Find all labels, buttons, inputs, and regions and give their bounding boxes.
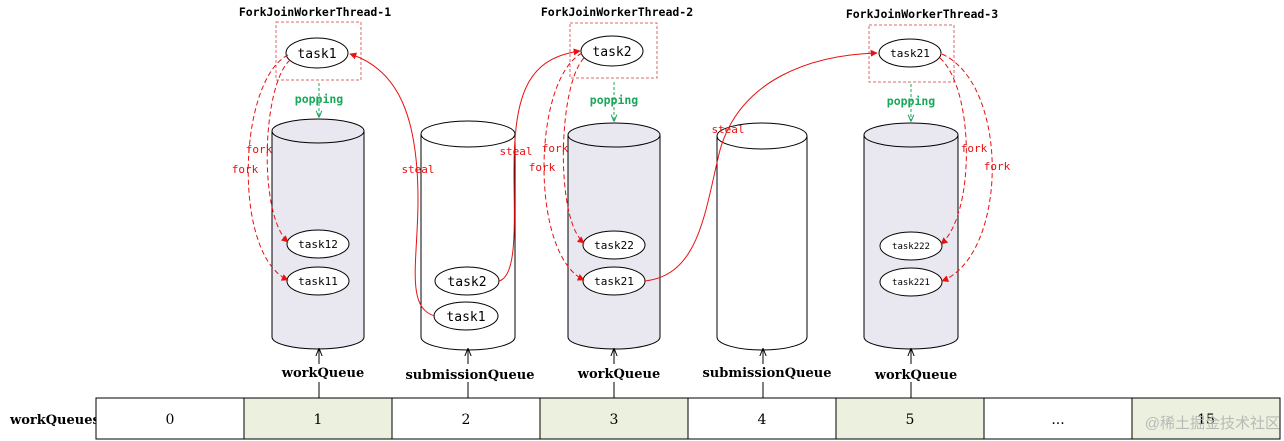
thread-task-ellipse-2	[580, 35, 644, 67]
thread-box-1	[275, 21, 362, 81]
thread-task-label-1: task1	[297, 47, 336, 62]
array-cell-label-5: 5	[906, 412, 915, 428]
queue-label-3: workQueue	[577, 367, 661, 382]
queue1-task-label-2: task11	[298, 275, 338, 288]
array-cell-2	[391, 397, 541, 440]
thread-task-label-3: task21	[890, 47, 930, 60]
array-cell-7	[1131, 397, 1281, 440]
thread-task-ellipse-1	[285, 37, 349, 69]
submission1-task-label-1: task2	[447, 275, 486, 290]
thread-task-ellipse-3	[878, 38, 942, 68]
thread-task-label-2: task2	[592, 45, 631, 60]
thread-title-1: ForkJoinWorkerThread-1	[239, 5, 391, 19]
fork-label-1b: fork	[232, 163, 259, 176]
queue3-task-label-2: task21	[594, 275, 634, 288]
array-cell-label-3: 3	[610, 412, 619, 428]
array-cell-label-7: 15	[1197, 412, 1215, 428]
steal-label-2: steal	[499, 145, 532, 158]
fork-label-1a: fork	[246, 143, 273, 156]
watermark: @稀土掘金技术社区	[1145, 415, 1280, 432]
queue-label-2: submissionQueue	[405, 368, 534, 383]
work-queues-array	[95, 397, 1281, 440]
array-cell-label-2: 2	[462, 412, 471, 428]
thread-title-3: ForkJoinWorkerThread-3	[846, 7, 998, 21]
queue5-task-label-1: task222	[892, 242, 930, 252]
fork-label-2b: fork	[529, 161, 556, 174]
array-cell-label-1: 1	[314, 412, 323, 428]
queue1-task-ellipse-2	[286, 266, 350, 296]
steal-arrow-3	[644, 49, 878, 282]
queue-label-1: workQueue	[281, 366, 365, 381]
queue5-task-label-2: task221	[892, 278, 930, 288]
fork-arrow-1b	[247, 54, 289, 281]
array-cell-label-0: 0	[166, 412, 175, 428]
fork-label-3a: fork	[961, 142, 988, 155]
steal-arrow-2	[498, 48, 581, 282]
thread-box-2	[569, 22, 658, 79]
popping-label-3: popping	[887, 94, 936, 108]
thread-title-2: ForkJoinWorkerThread-2	[541, 5, 693, 19]
fork-arrow-2a	[562, 57, 585, 244]
queue5-task-ellipse-2	[879, 267, 943, 297]
queue5-task-ellipse-1	[879, 231, 943, 261]
fork-label-3b: fork	[984, 160, 1011, 173]
array-cell-5	[835, 397, 985, 440]
fork-label-2a: fork	[542, 142, 569, 155]
queue1-task-label-1: task12	[298, 238, 338, 251]
popping-label-1: popping	[295, 92, 344, 106]
popping-label-2: popping	[590, 93, 639, 107]
steal-label-1: steal	[401, 163, 434, 176]
fork-arrow-2b	[543, 52, 585, 281]
array-cell-label-6: ...	[1051, 412, 1064, 428]
submission-queue-cylinder-1	[420, 120, 516, 351]
fork-arrow-3a	[939, 57, 967, 245]
queue-label-5: workQueue	[874, 368, 958, 383]
submission-queue-cylinder-4	[716, 122, 808, 351]
queue3-task-ellipse-1	[582, 230, 646, 260]
steal-label-3: steal	[711, 123, 744, 136]
queue1-task-ellipse-1	[286, 229, 350, 259]
array-cell-4	[687, 397, 837, 440]
queue3-task-label-1: task22	[594, 239, 634, 252]
submission1-task-label-2: task1	[446, 310, 485, 325]
fork-arrow-1a	[266, 59, 291, 243]
fork-arrow-3b	[941, 53, 993, 282]
array-cell-label-4: 4	[758, 412, 767, 428]
queue-label-4: submissionQueue	[702, 366, 831, 381]
steal-arrow-1	[349, 52, 436, 317]
array-label: workQueues	[9, 413, 100, 428]
